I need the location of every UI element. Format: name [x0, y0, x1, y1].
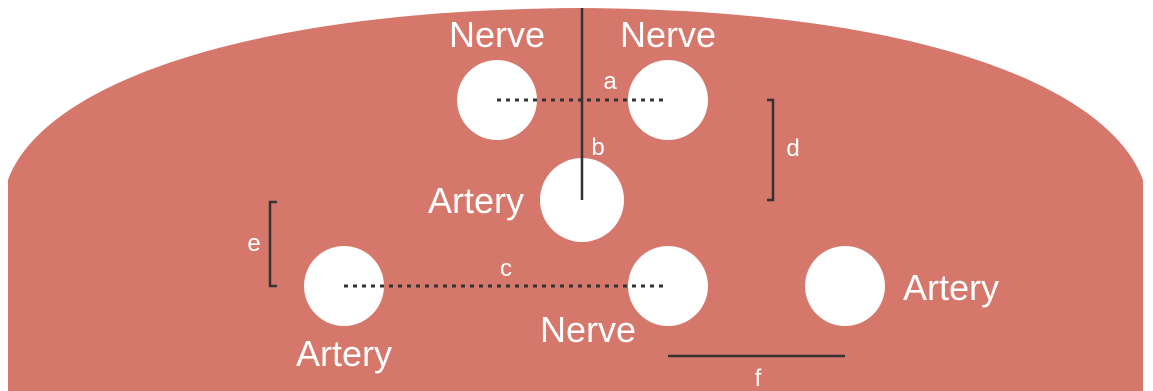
measure-d-bracket: [767, 98, 775, 202]
nerve-bottom-circle: [628, 246, 708, 326]
measure-d-label: d: [786, 135, 799, 162]
label-nerve-top-left: Nerve: [449, 14, 545, 55]
measure-e-bracket: [268, 200, 277, 288]
measure-b-label: b: [591, 134, 604, 161]
label-nerve-top-right: Nerve: [620, 14, 716, 55]
nerve-top-right-circle: [628, 60, 708, 140]
label-artery-bottom-right: Artery: [903, 267, 999, 308]
label-artery-bottom-left: Artery: [296, 333, 392, 374]
artery-bottom-right-circle: [805, 246, 885, 326]
measure-f-label: f: [755, 365, 762, 391]
label-artery-center: Artery: [428, 180, 524, 221]
label-nerve-bottom: Nerve: [540, 309, 636, 350]
measure-a-label: a: [603, 68, 617, 95]
measure-e-label: e: [247, 230, 260, 257]
measure-c-label: c: [500, 255, 512, 282]
